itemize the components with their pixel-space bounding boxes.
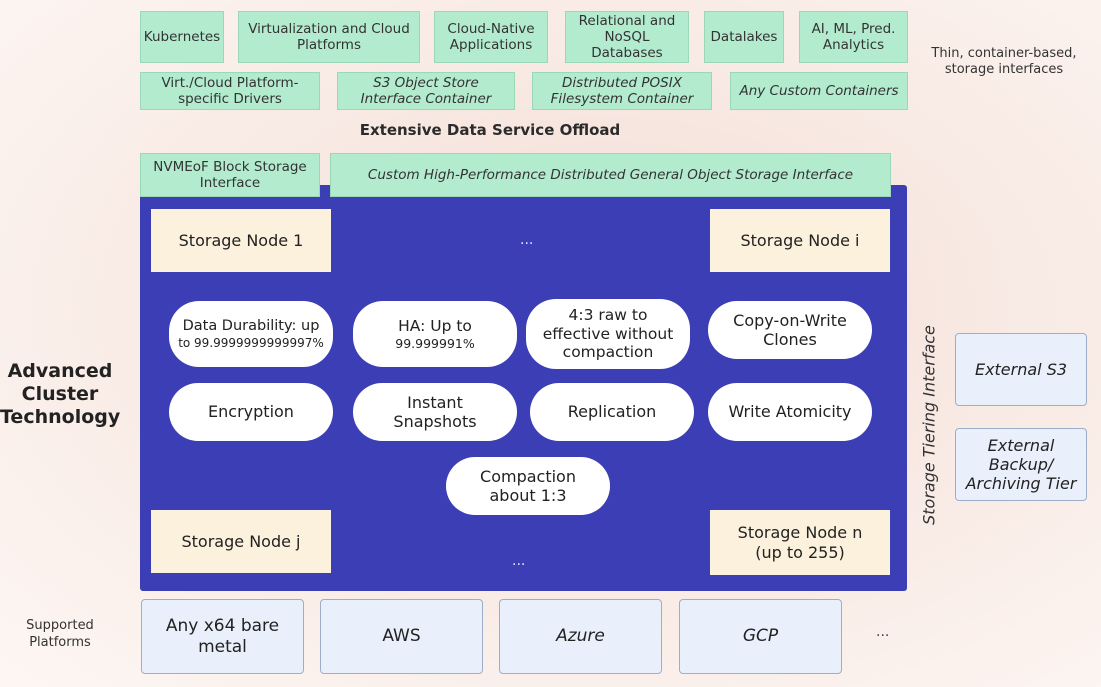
storage-node-j: Storage Node j — [151, 510, 331, 573]
thin-interfaces-note: Thin, container-based, storage interface… — [931, 46, 1077, 78]
container-posix: Distributed POSIX Filesystem Container — [532, 72, 712, 110]
storage-node-i: Storage Node i — [710, 209, 890, 272]
external-backup: External Backup/ Archiving Tier — [955, 428, 1087, 501]
external-s3: External S3 — [955, 333, 1087, 406]
container-s3: S3 Object Store Interface Container — [337, 72, 515, 110]
platform-bare-metal: Any x64 bare metal — [141, 599, 304, 674]
cluster-technology-title: Advanced Cluster Technology — [0, 360, 121, 428]
storage-node-n-limit: (up to 255) — [755, 542, 845, 562]
app-datalakes: Datalakes — [704, 11, 784, 63]
feature-cow: Copy-on-Write Clones — [708, 301, 872, 359]
cow-label: Copy-on-Write Clones — [733, 310, 847, 349]
storage-node-n: Storage Node n (up to 255) — [710, 510, 890, 575]
ha-value: 99.999991% — [395, 335, 475, 351]
durability-value: to 99.9999999999997% — [178, 335, 324, 350]
platform-gcp: GCP — [679, 599, 842, 674]
storage-tiering-label: Storage Tiering Interface — [919, 325, 939, 525]
driver-virt-cloud: Virt./Cloud Platform-specific Drivers — [140, 72, 320, 110]
platform-azure: Azure — [499, 599, 662, 674]
container-custom: Any Custom Containers — [730, 72, 908, 110]
app-ai-ml-label: AI, ML, Pred. Analytics — [811, 20, 896, 53]
platform-bare-metal-label: Any x64 bare metal — [165, 616, 280, 657]
container-s3-label: S3 Object Store Interface Container — [360, 74, 492, 107]
feature-encryption: Encryption — [169, 383, 333, 441]
raw-ratio-label: 4:3 raw to effective without compaction — [542, 306, 674, 362]
platforms-ellipsis: ... — [876, 624, 890, 640]
nodes-ellipsis-bottom: ... — [512, 553, 526, 569]
feature-atomicity: Write Atomicity — [708, 383, 872, 441]
app-ai-ml: AI, ML, Pred. Analytics — [799, 11, 908, 63]
ha-title: HA: Up to — [398, 317, 472, 336]
app-cloud-native: Cloud-Native Applications — [434, 11, 548, 63]
app-cloud-native-label: Cloud-Native Applications — [447, 20, 535, 53]
app-virtualization: Virtualization and Cloud Platforms — [238, 11, 420, 63]
feature-replication: Replication — [530, 383, 694, 441]
nvmeof-interface: NVMEoF Block Storage Interface — [140, 153, 320, 197]
supported-platforms-label: Supported Platforms — [26, 618, 94, 650]
custom-object-interface: Custom High-Performance Distributed Gene… — [330, 153, 891, 197]
feature-raw-ratio: 4:3 raw to effective without compaction — [526, 299, 690, 369]
offload-heading: Extensive Data Service Offload — [359, 121, 621, 139]
external-backup-label: External Backup/ Archiving Tier — [965, 435, 1077, 494]
feature-ha: HA: Up to 99.999991% — [353, 301, 517, 367]
nodes-ellipsis-top: ... — [520, 232, 534, 248]
storage-node-1: Storage Node 1 — [151, 209, 331, 272]
container-posix-label: Distributed POSIX Filesystem Container — [550, 74, 694, 107]
platform-aws: AWS — [320, 599, 483, 674]
app-kubernetes: Kubernetes — [140, 11, 224, 63]
compaction-label: Compaction about 1:3 — [480, 466, 576, 505]
feature-durability: Data Durability: up to 99.9999999999997% — [169, 301, 333, 367]
app-databases: Relational and NoSQL Databases — [565, 11, 689, 63]
nvmeof-interface-label: NVMEoF Block Storage Interface — [153, 158, 307, 191]
feature-snapshots: Instant Snapshots — [353, 383, 517, 441]
driver-virt-cloud-label: Virt./Cloud Platform-specific Drivers — [161, 74, 299, 107]
snapshots-label: Instant Snapshots — [393, 392, 477, 431]
app-databases-label: Relational and NoSQL Databases — [578, 12, 676, 62]
storage-node-n-title: Storage Node n — [737, 523, 863, 543]
feature-compaction: Compaction about 1:3 — [446, 457, 610, 515]
durability-title: Data Durability: up — [182, 318, 320, 335]
